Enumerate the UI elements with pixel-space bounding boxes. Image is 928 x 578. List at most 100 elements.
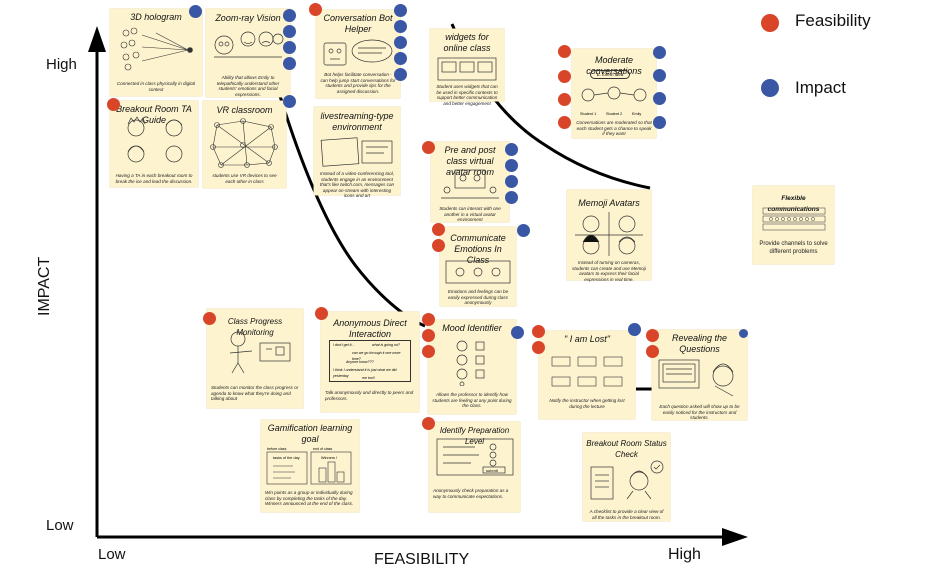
note-desc: Talk anonymously and directly to peers a…	[325, 390, 414, 401]
breakoutta-sketch	[127, 116, 183, 163]
note-mood-identifier: Mood Identifier Allows the professor to …	[428, 320, 516, 414]
note-desc: Students can monitor the class progress …	[211, 385, 299, 402]
note-desc: Anonymously check preparation as a way t…	[433, 488, 509, 499]
moderate-student-3: Emily	[632, 112, 642, 116]
note-anonymous-direct-interaction: Anonymous Direct Interaction I don't get…	[321, 312, 419, 412]
impact-dot	[653, 46, 666, 59]
feasibility-dot	[315, 307, 328, 320]
feasibility-dot	[558, 45, 571, 58]
note-moderate-conversations: Moderate conversations E. lorem idea Stu…	[572, 49, 656, 138]
note-title: Moderate conversations	[586, 55, 642, 76]
memoji-sketch	[575, 212, 643, 256]
note-breakout-room-status-check: Breakout Room Status Check A checklist t…	[583, 433, 670, 521]
feasibility-dot	[558, 93, 571, 106]
note-desc: Allows the professor to identify how stu…	[432, 392, 512, 409]
y-axis-title: IMPACT	[36, 256, 53, 316]
note-pre-post-class-avatar-room: Pre and post class virtual avatar room S…	[431, 142, 509, 222]
feasibility-dot	[646, 345, 659, 358]
note-desc: Instead of turning on cameras, students …	[572, 260, 646, 282]
feasibility-dot	[558, 70, 571, 83]
anonymous-chat-box: I don't get it... what is going on? can …	[329, 340, 411, 382]
note-desc: Having a TA in each breakout room to bre…	[115, 173, 193, 184]
widgets-sketch	[437, 57, 497, 81]
impact-dot	[189, 5, 202, 18]
note-title: " I am Lost"	[564, 334, 610, 344]
feasibility-dot	[532, 341, 545, 354]
note-livestreaming-environment: livestreaming-type environment Instead o…	[314, 107, 400, 198]
impact-dot	[505, 143, 518, 156]
note-desc: students use VR devices to see each othe…	[212, 173, 277, 184]
note-title: Identify Preparation Level	[439, 426, 510, 446]
note-title: Flexible communications	[767, 195, 820, 213]
note-title: Anonymous Direct Interaction	[333, 318, 407, 339]
impact-dot	[505, 175, 518, 188]
left-divider-curve	[278, 95, 426, 328]
note-desc: Instead of a video-conferencing tool, st…	[319, 171, 395, 199]
note-gamification: Gamification learning goal before class …	[261, 420, 359, 512]
legend-impact-label: Impact	[795, 78, 847, 97]
x-axis-title: FEASIBILITY	[374, 551, 470, 568]
impact-dot	[505, 159, 518, 172]
note-desc: Emotions and feelings can be easily expr…	[447, 289, 509, 306]
note-desc: Notify the instructor when getting lost …	[549, 398, 625, 409]
note-zoom-ray-vision: Zoom-ray Vision Ability that allows Emil…	[206, 9, 290, 97]
moderate-bubble: E. lorem idea	[590, 70, 630, 79]
impact-dot	[394, 68, 407, 81]
note-flexible-communications: Flexible communications Provide channels…	[753, 186, 834, 264]
feasibility-dot	[422, 329, 435, 342]
impact-dot	[511, 326, 524, 339]
feasibility-dot	[422, 417, 435, 430]
chatbot-sketch	[323, 39, 393, 66]
impact-dot	[283, 41, 296, 54]
emotions-sketch	[445, 260, 511, 284]
vr-sketch	[210, 118, 278, 168]
anon-q4: Anyone know???	[346, 360, 374, 364]
note-i-am-lost: " I am Lost" Notify the instructor when …	[539, 331, 635, 419]
feasibility-dot	[107, 98, 120, 111]
legend-impact-dot	[761, 79, 779, 97]
anon-q5: I think I understand it is just what we …	[333, 368, 397, 378]
note-communicate-emotions: Communicate Emotions In Class Emotions a…	[440, 227, 516, 306]
note-revealing-the-questions: Revealing the Questions Each question as…	[652, 330, 747, 420]
x-axis-low-label: Low	[98, 546, 126, 563]
note-breakout-room-ta-guide: Breakout Room TA Guide Having a TA in ea…	[110, 101, 198, 187]
feasibility-dot	[422, 345, 435, 358]
breakoutstatus-sketch	[590, 460, 664, 500]
note-3d-hologram: 3D hologram Connected in class physicall…	[110, 9, 202, 96]
note-desc: Win points as a group or individually du…	[265, 490, 354, 507]
note-title: Class Progress Monitoring	[227, 317, 283, 337]
note-desc: Provide channels to solve different prob…	[759, 241, 828, 255]
prep-submit-label: submit	[486, 468, 498, 473]
note-title: Breakout Room TA Guide	[116, 104, 192, 125]
mood-sketch	[456, 340, 485, 386]
note-title: Revealing the Questions	[671, 333, 728, 354]
gam-before-label: before class	[267, 447, 287, 451]
anon-q3: can we go through it one more time?	[352, 351, 401, 361]
prep-sketch	[436, 438, 514, 476]
note-title: widgets for online class	[443, 32, 491, 53]
x-axis-high-label: High	[668, 546, 701, 563]
anon-q2: what is going on?	[372, 343, 400, 347]
moderate-student-2: Student 2	[606, 112, 623, 116]
note-memoji-avatars: Memoji Avatars Instead of turning on cam…	[567, 190, 651, 282]
note-desc: A checklist to provide a clear view of a…	[589, 509, 664, 520]
gam-end-label: end of class	[313, 447, 333, 451]
impact-dot	[628, 323, 641, 336]
note-title: livestreaming-type environment	[320, 111, 394, 132]
feasibility-dot	[646, 329, 659, 342]
note-title: Breakout Room Status Check	[586, 439, 667, 459]
feasibility-dot	[432, 239, 445, 252]
feasibility-dot	[309, 3, 322, 16]
y-axis	[88, 26, 106, 537]
feasibility-dot	[532, 325, 545, 338]
feasibility-dot	[558, 116, 571, 129]
prepost-sketch	[441, 169, 499, 199]
moderate-sketch	[581, 86, 647, 102]
y-axis-low-label: Low	[46, 517, 74, 534]
anon-q1: I don't get it...	[333, 343, 355, 347]
y-axis-high-label: High	[46, 56, 77, 73]
impact-dot	[394, 4, 407, 17]
note-title: VR classroom	[216, 105, 273, 115]
note-desc: Each question asked will show up to be e…	[659, 404, 740, 421]
note-desc: Student uses widgets that can be used in…	[436, 84, 498, 106]
